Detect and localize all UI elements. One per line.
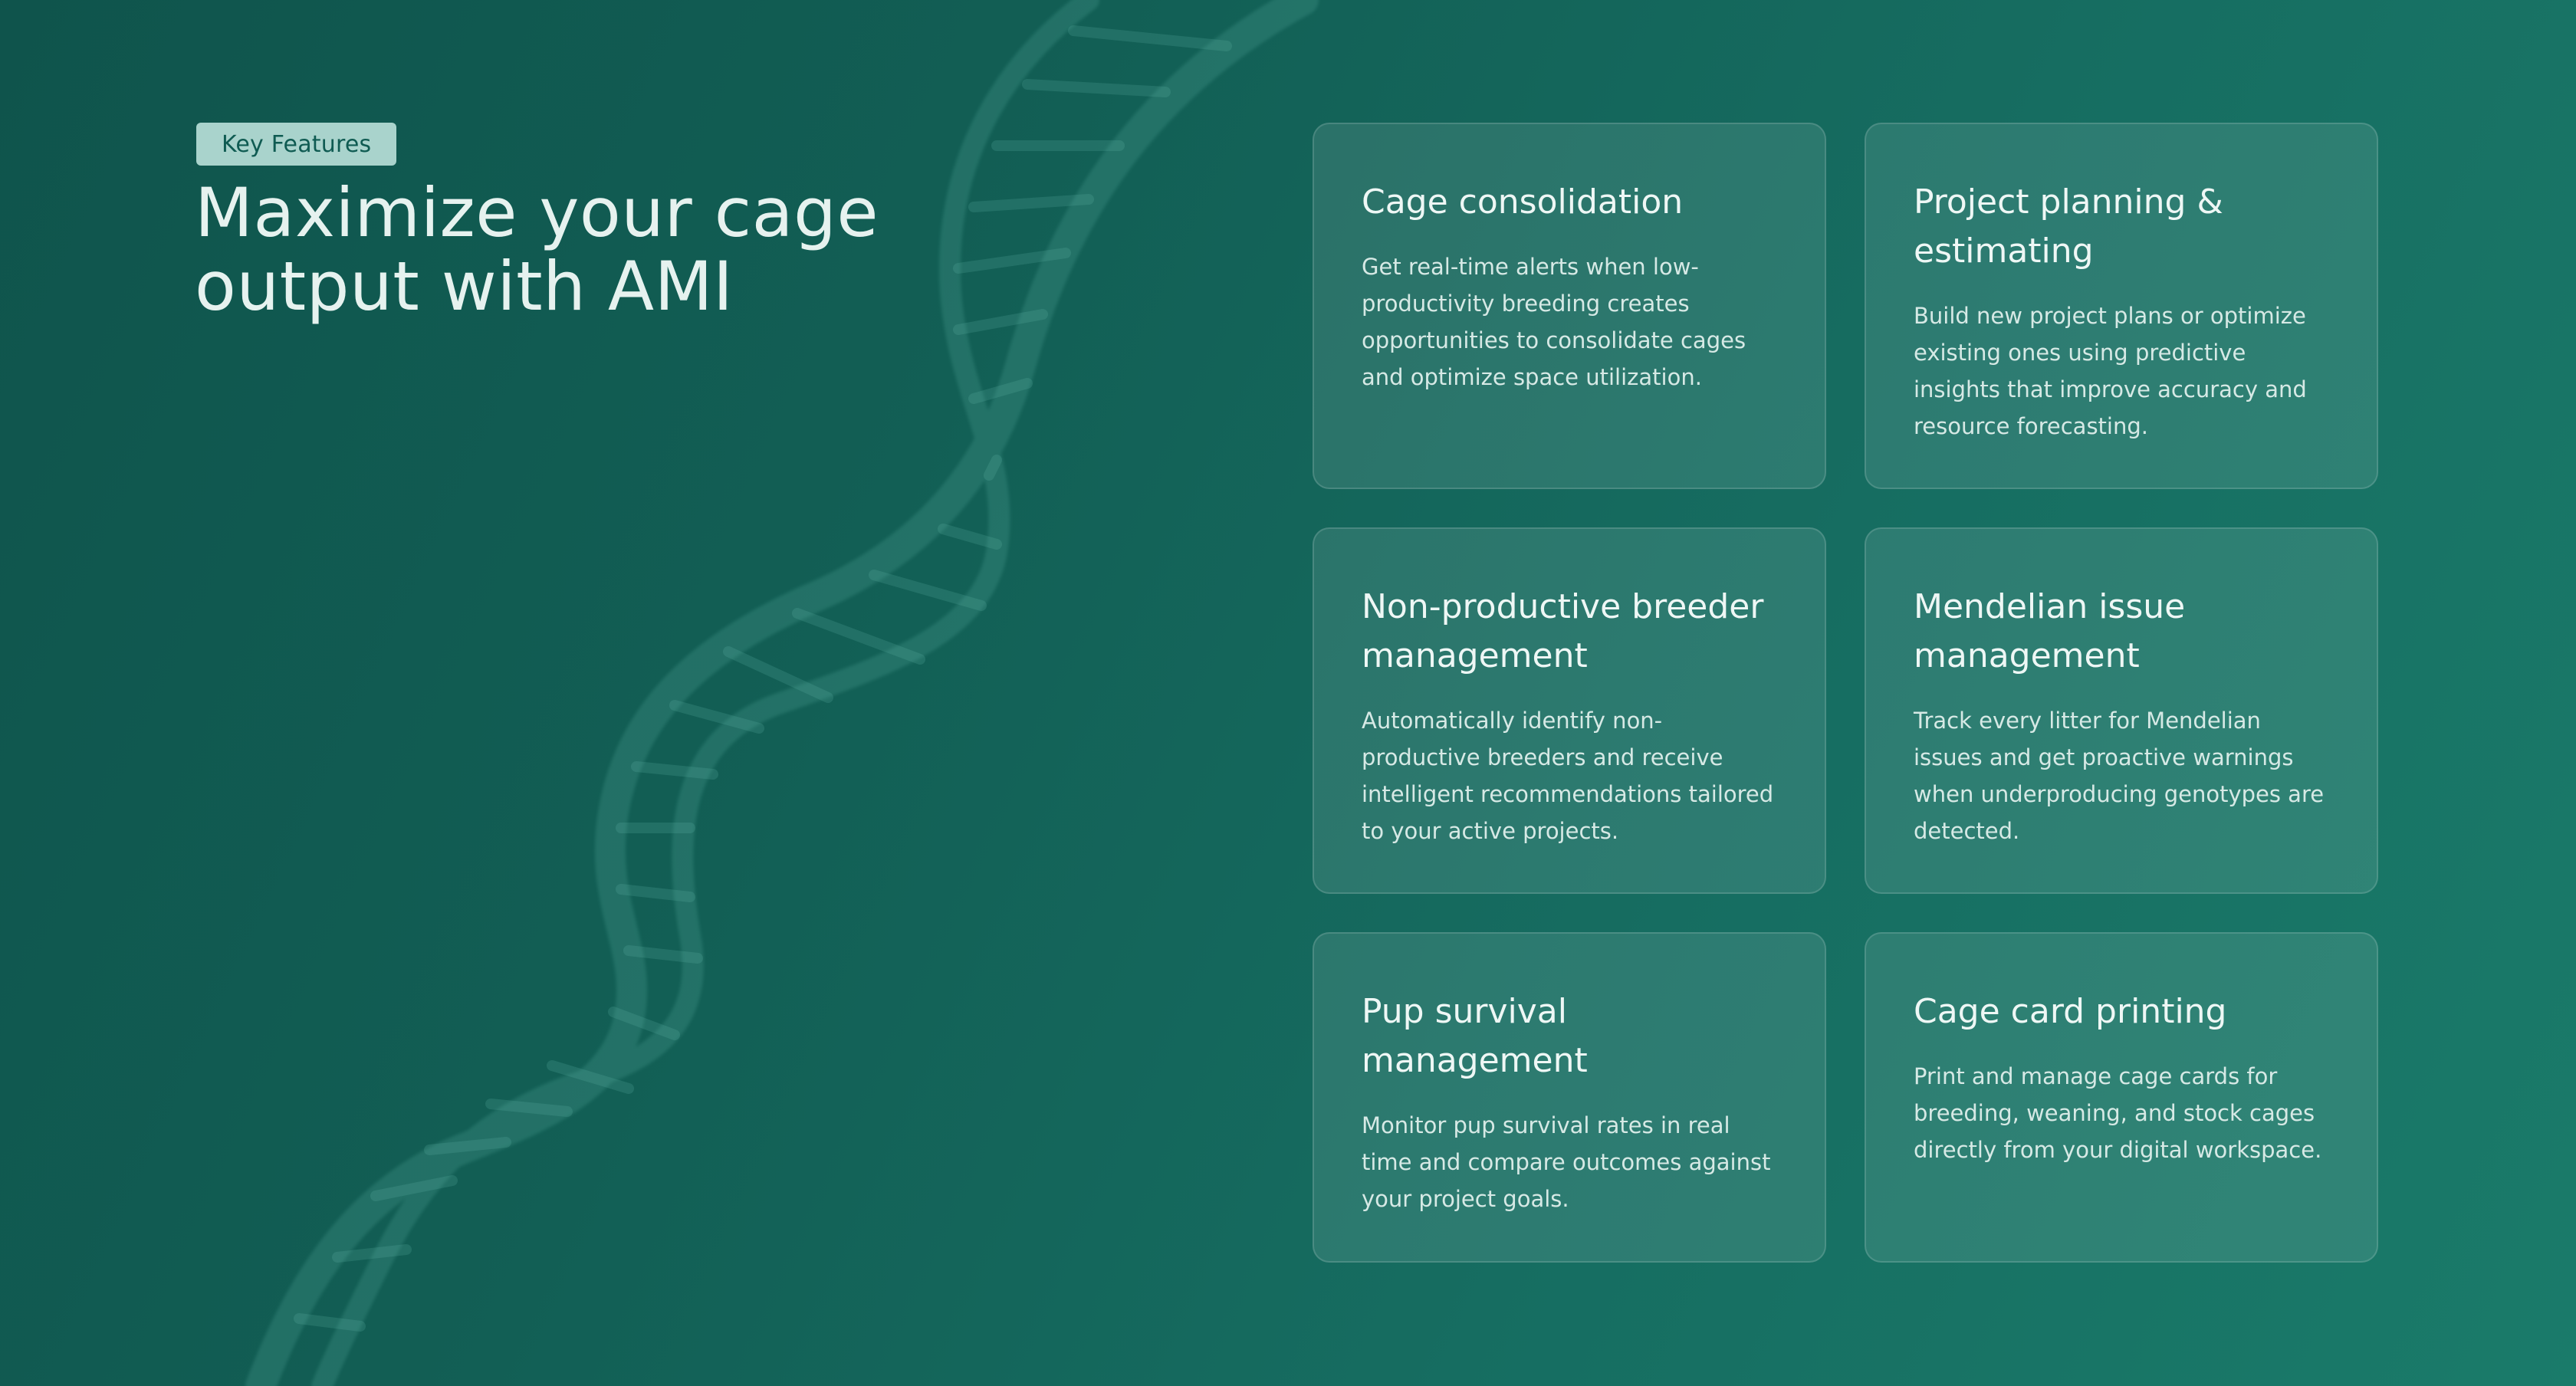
feature-card-non-productive-breeder: Non-productive breeder management Automa… [1313,527,1826,894]
feature-card-mendelian-issue: Mendelian issue management Track every l… [1865,527,2378,894]
hero-title: Maximize your cage output with AMI [195,173,879,326]
features-grid: Cage consolidation Get real-time alerts … [1313,123,2378,1263]
feature-description: Track every litter for Mendelian issues … [1914,708,2325,844]
feature-description: Monitor pup survival rates in real time … [1362,1112,1771,1212]
feature-card-cage-consolidation: Cage consolidation Get real-time alerts … [1313,123,1826,489]
feature-description: Automatically identify non-productive br… [1362,708,1774,844]
key-features-badge: Key Features [196,123,397,166]
feature-title: Cage consolidation [1362,182,1684,222]
feature-card-project-planning: Project planning & estimating Build new … [1865,123,2378,489]
feature-title: Cage card printing [1914,992,2227,1031]
feature-description: Build new project plans or optimize exis… [1914,303,2307,439]
feature-description: Get real-time alerts when low-productivi… [1362,254,1746,390]
feature-title: Non-productive breeder management [1362,587,1764,675]
feature-card-cage-card-printing: Cage card printing Print and manage cage… [1865,932,2378,1263]
feature-description: Print and manage cage cards for breeding… [1914,1063,2322,1163]
feature-title: Mendelian issue management [1914,587,2186,675]
feature-title: Project planning & estimating [1914,182,2223,271]
feature-card-pup-survival: Pup survival management Monitor pup surv… [1313,932,1826,1263]
feature-title: Pup survival management [1362,992,1588,1080]
